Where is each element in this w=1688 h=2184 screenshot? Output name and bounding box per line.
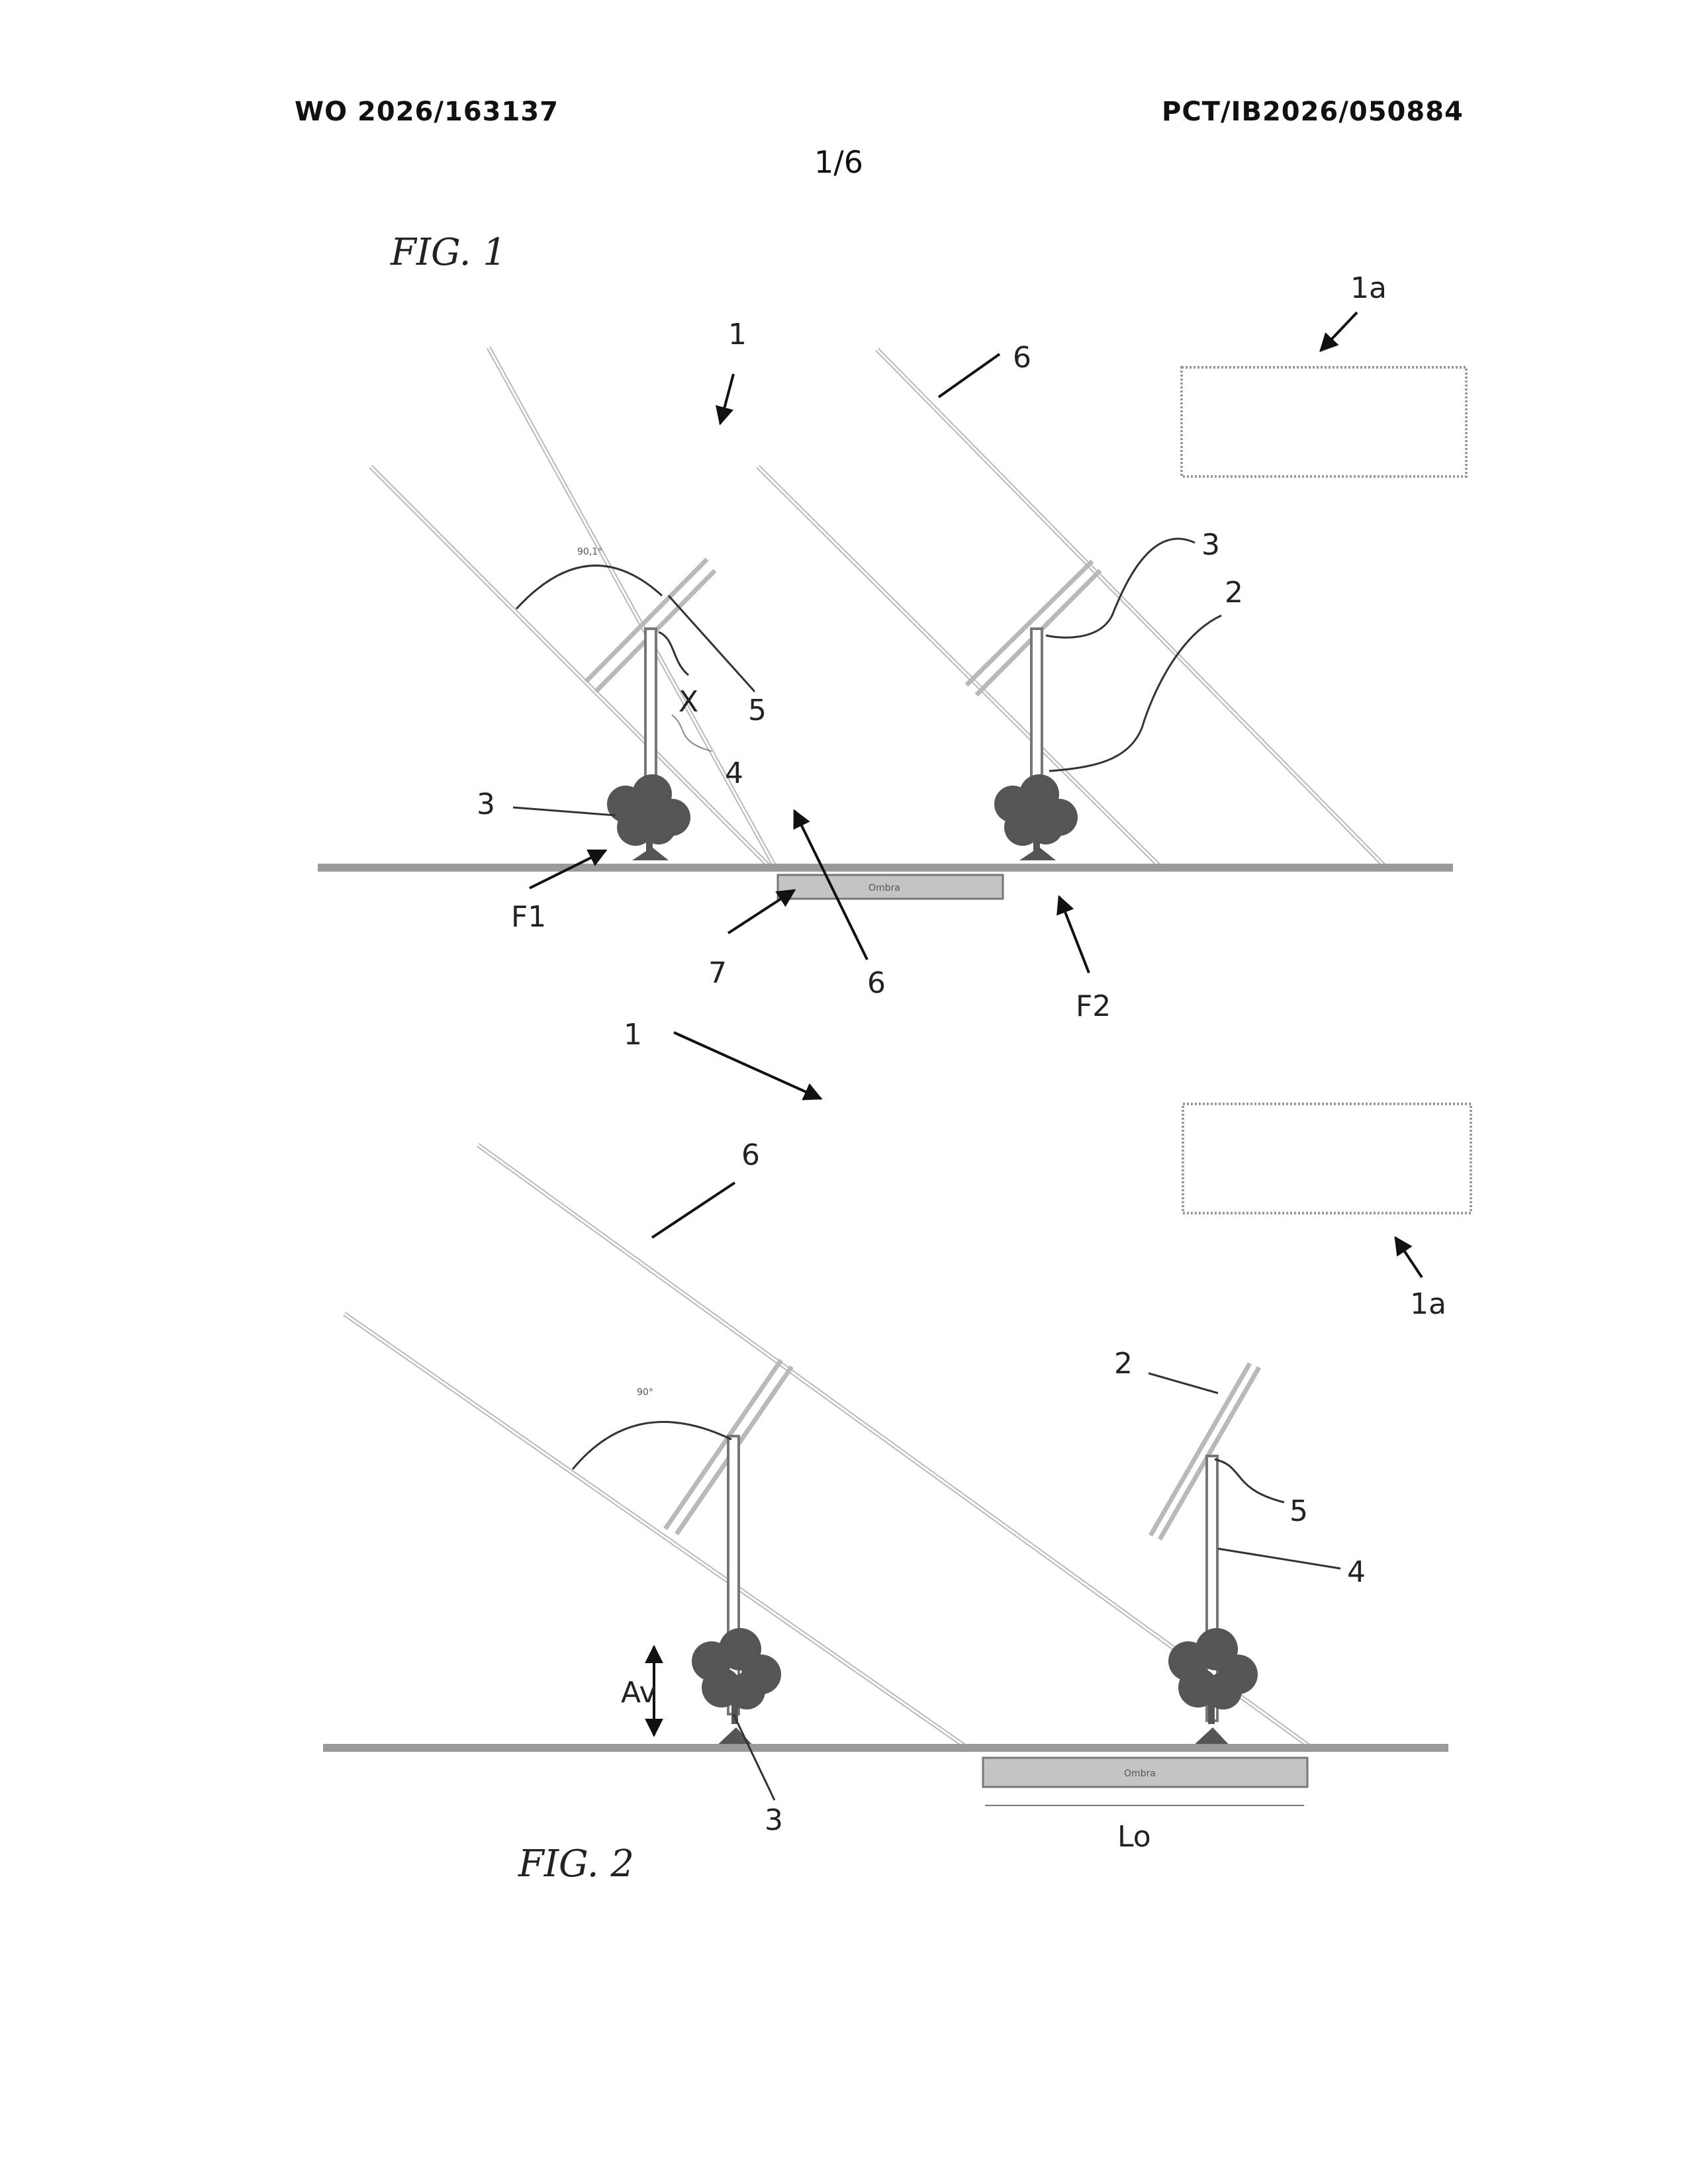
sun-rays-fig2 — [344, 1145, 1311, 1747]
label-F2: F2 — [1076, 989, 1111, 1023]
angle-arc-fig1 — [516, 566, 662, 609]
tree-icon — [692, 1628, 781, 1747]
label-5: 5 — [748, 694, 767, 727]
figure-1: FIG. 1 — [318, 231, 1466, 1023]
label-3: 3 — [1201, 528, 1220, 562]
label-6-fig2: 6 — [741, 1138, 760, 1172]
label-X: X — [679, 685, 698, 719]
label-6: 6 — [1013, 341, 1031, 375]
shade-label-fig1: Ombra — [868, 883, 900, 893]
label-1: 1 — [728, 318, 747, 351]
label-5-fig2: 5 — [1289, 1494, 1308, 1528]
ground-line-fig2 — [323, 1744, 1448, 1752]
module-box-1a-fig2 — [1183, 1104, 1471, 1213]
label-3-fig2: 3 — [765, 1803, 783, 1837]
module-box-1a-fig1 — [1182, 367, 1466, 477]
label-7: 7 — [708, 956, 727, 990]
label-4-fig2: 4 — [1347, 1555, 1366, 1589]
label-F1: F1 — [511, 900, 546, 934]
angle-label-fig2: 90° — [637, 1387, 653, 1398]
figure-2-title: FIG. 2 — [518, 1843, 634, 1886]
label-2-fig2: 2 — [1114, 1347, 1133, 1381]
figure-1-title: FIG. 1 — [390, 231, 506, 274]
label-6-bottom: 6 — [867, 966, 886, 1000]
tree-icon — [994, 774, 1078, 860]
figure-2: 1 6 90° — [323, 1018, 1471, 1886]
label-4: 4 — [725, 756, 743, 790]
label-Lo: Lo — [1117, 1820, 1151, 1854]
tree-icon — [607, 774, 690, 860]
label-1a: 1a — [1350, 271, 1387, 305]
label-1-fig2: 1 — [624, 1018, 642, 1052]
tree-icon — [1168, 1628, 1258, 1747]
label-2: 2 — [1225, 576, 1243, 610]
shade-label-fig2: Ombra — [1124, 1768, 1156, 1779]
angle-arc-fig2 — [573, 1422, 731, 1469]
label-1a-fig2: 1a — [1410, 1287, 1446, 1321]
label-3-tree: 3 — [477, 788, 495, 821]
label-Av: Av — [621, 1676, 657, 1709]
angle-label-fig1: 90,1° — [577, 547, 602, 557]
ground-line-fig1 — [318, 864, 1453, 872]
